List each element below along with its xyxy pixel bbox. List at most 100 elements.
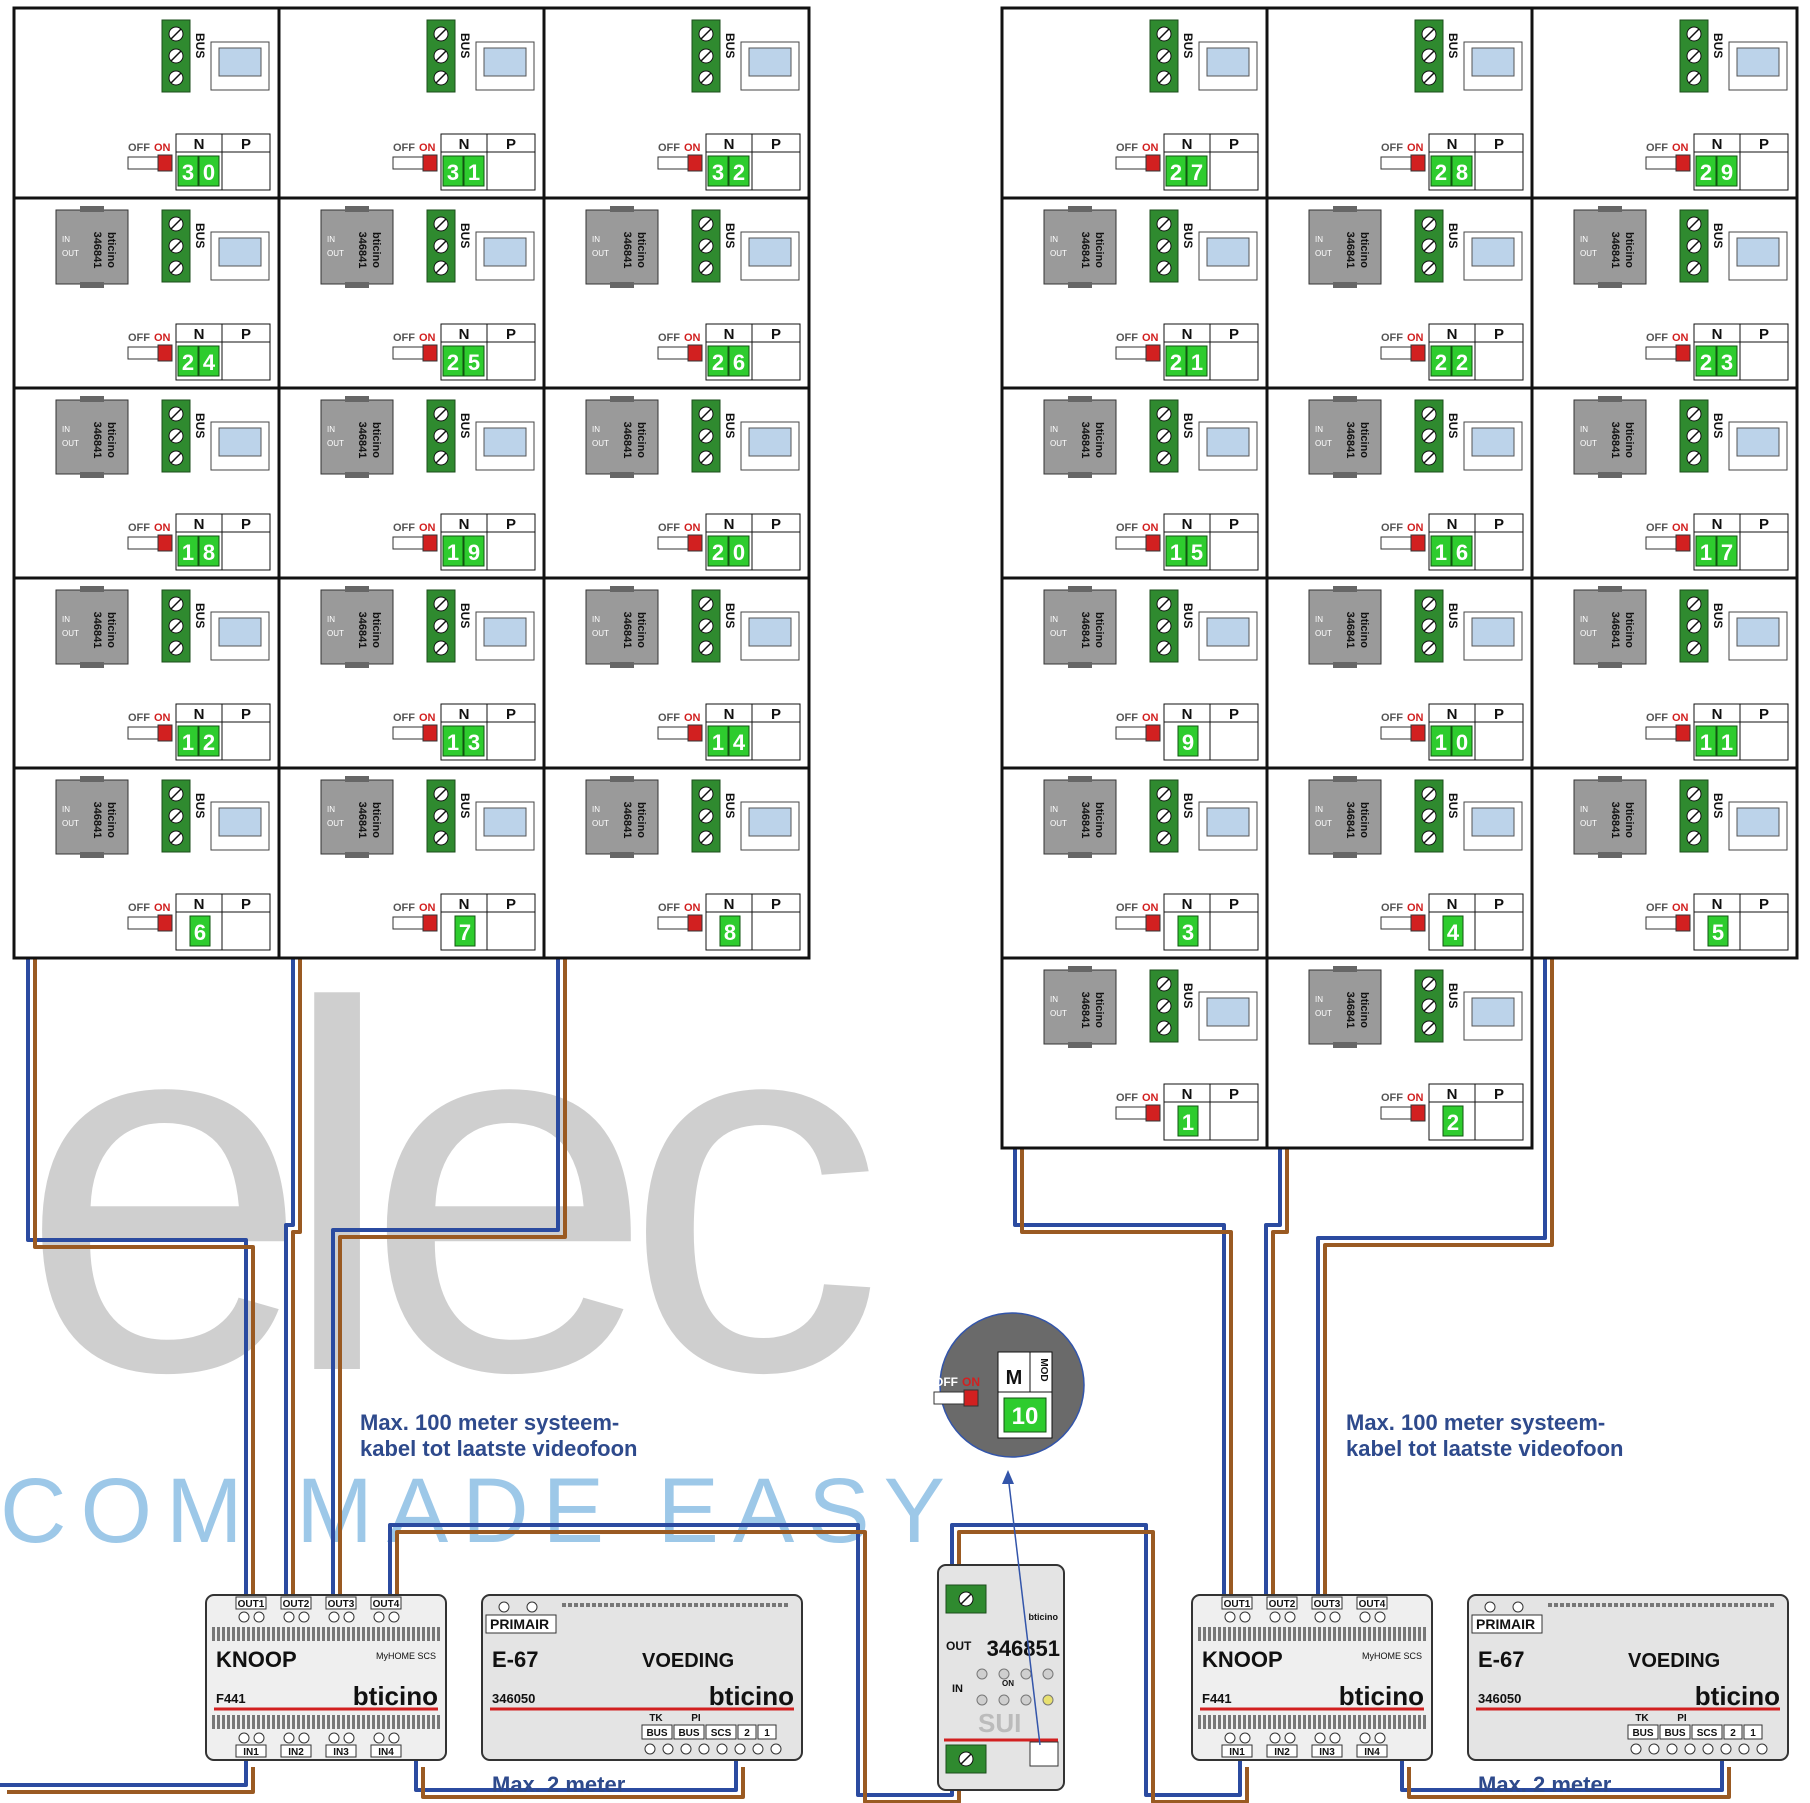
supply-right-vent <box>1608 1603 1612 1607</box>
apartment-26-interface-clip <box>610 206 634 212</box>
apartment-12-bus-terminal-slot <box>170 598 182 610</box>
node-right-input-label: IN4 <box>1364 1747 1380 1758</box>
apartment-15-bus-terminal-slot <box>1158 408 1170 420</box>
apartment-13-bus-terminal-slot <box>435 642 447 654</box>
apartment-23-interface-clip <box>1598 206 1622 212</box>
apartment-22-interface-clip <box>1333 206 1357 212</box>
node-right-vent <box>1198 1627 1201 1641</box>
apartment-21-interface-clip <box>1068 206 1092 212</box>
apartment-11-interface-clip <box>1598 586 1622 592</box>
apartment-15-monitor-screen <box>1206 427 1250 457</box>
apartment-22-digit: 2 <box>1435 350 1447 375</box>
apartment-28-bus-label: BUS <box>1446 33 1460 58</box>
apartment-18-bus-terminal <box>161 399 191 473</box>
supply-right-vent <box>1674 1603 1678 1607</box>
apartment-29-bus-terminal-slot <box>1688 50 1700 62</box>
apartment-13-monitor-screen <box>483 617 527 647</box>
supply-right-term-screw <box>1648 1743 1660 1755</box>
apartment-9-monitor-screen <box>1206 617 1250 647</box>
apartment-31-bus-terminal-slot <box>435 28 447 40</box>
apartment-20-digit: 2 <box>712 540 724 565</box>
apartment-11-p-label: P <box>1759 706 1769 723</box>
apartment-20-on-label: ON <box>684 522 701 534</box>
apartment-5-off-label: OFF <box>1646 902 1668 914</box>
apartment-18-p-label: P <box>241 516 251 533</box>
node-right-vent <box>1358 1627 1361 1641</box>
node-left-vent <box>272 1715 275 1729</box>
apartment-18-interface-brand: bticino <box>105 422 117 458</box>
node-right-output-tag <box>1356 1596 1388 1610</box>
node-left-vent <box>282 1627 285 1641</box>
apartment-18-interface-body <box>55 399 129 475</box>
apartment-5-digit: 5 <box>1712 920 1724 945</box>
apartment-25-bus-terminal <box>426 209 456 283</box>
apartment-18-bus-terminal-slot <box>170 452 182 464</box>
apartment-20-bus-terminal-slot <box>700 452 712 464</box>
bus-left-incoming-blue <box>0 1760 248 1787</box>
supply-right-term-label: 1 <box>1750 1728 1756 1739</box>
apartment-20-interface-body <box>585 399 659 475</box>
node-left-vent <box>367 1715 370 1729</box>
supply-left-vent <box>610 1603 614 1607</box>
node-left-vent <box>327 1715 330 1729</box>
apartment-15-off-label: OFF <box>1116 522 1138 534</box>
apartment-32-switch-knob <box>687 154 703 172</box>
apartment-1-interface-clip <box>1068 966 1092 972</box>
node-left-output-screw <box>343 1611 355 1623</box>
node-left-vent <box>317 1627 320 1641</box>
apartment-9-interface-brand: bticino <box>1093 612 1105 648</box>
apartment-7-off-label: OFF <box>393 902 415 914</box>
supply-left-term-box <box>705 1724 737 1740</box>
apartment-25-monitor-screen <box>483 237 527 267</box>
node-left-vent <box>242 1627 245 1641</box>
apartment-19-switch-knob <box>422 534 438 552</box>
apartment-28-n-label: N <box>1447 136 1458 153</box>
apartment-9-n-label: N <box>1182 706 1193 723</box>
apartment-4-monitor-screen <box>1471 807 1515 837</box>
apartment-22-bus-terminal-slot <box>1423 262 1435 274</box>
apartment-32-bus-terminal-slot <box>700 50 712 62</box>
supply-right-primary-screw <box>1484 1601 1496 1613</box>
apartment-17-on-label: ON <box>1672 522 1689 534</box>
apartment-4-digit: 4 <box>1447 920 1460 945</box>
apartment-5-monitor-screen <box>1736 807 1780 837</box>
node-right-output-screw <box>1239 1611 1251 1623</box>
bus-left-supply-brown <box>421 1767 745 1799</box>
interface-in-label: IN <box>952 1683 963 1695</box>
apartment-30-digit-box <box>198 155 220 187</box>
apartment-2-digit: 2 <box>1447 1110 1459 1135</box>
apartment-25-interface-in: IN <box>327 235 335 244</box>
callout-arrow <box>1002 1470 1014 1484</box>
apartment-7-bus-terminal-slot <box>435 832 447 844</box>
node-left-vent <box>287 1627 290 1641</box>
apartment-24-interface-body <box>55 209 129 285</box>
apartment-2-bus-terminal-slot <box>1423 1000 1435 1012</box>
apartment-24-p-label: P <box>241 326 251 343</box>
interface-led <box>1020 1668 1032 1680</box>
apartment-9-digit: 9 <box>1182 730 1194 755</box>
apartment-19-off-label: OFF <box>393 522 415 534</box>
supply-left-term-screw <box>680 1743 692 1755</box>
node-right-vent <box>1298 1715 1301 1729</box>
apartment-10-digit-box <box>1451 725 1473 757</box>
node-right-vent <box>1273 1715 1276 1729</box>
apartment-6-bus-label: BUS <box>193 793 207 818</box>
supply-left-code: 346050 <box>492 1691 535 1706</box>
apartment-11-digit: 1 <box>1700 730 1712 755</box>
apartment-14-digit-box <box>728 725 750 757</box>
apartment-2-bus-terminal-slot <box>1423 1022 1435 1034</box>
apartment-4-p-label: P <box>1494 896 1504 913</box>
node-left-output-label: OUT1 <box>238 1599 265 1610</box>
supply-right-brand: bticino <box>1695 1681 1780 1711</box>
apartment-15-bus-terminal-slot <box>1158 430 1170 442</box>
node-left-vent <box>217 1715 220 1729</box>
